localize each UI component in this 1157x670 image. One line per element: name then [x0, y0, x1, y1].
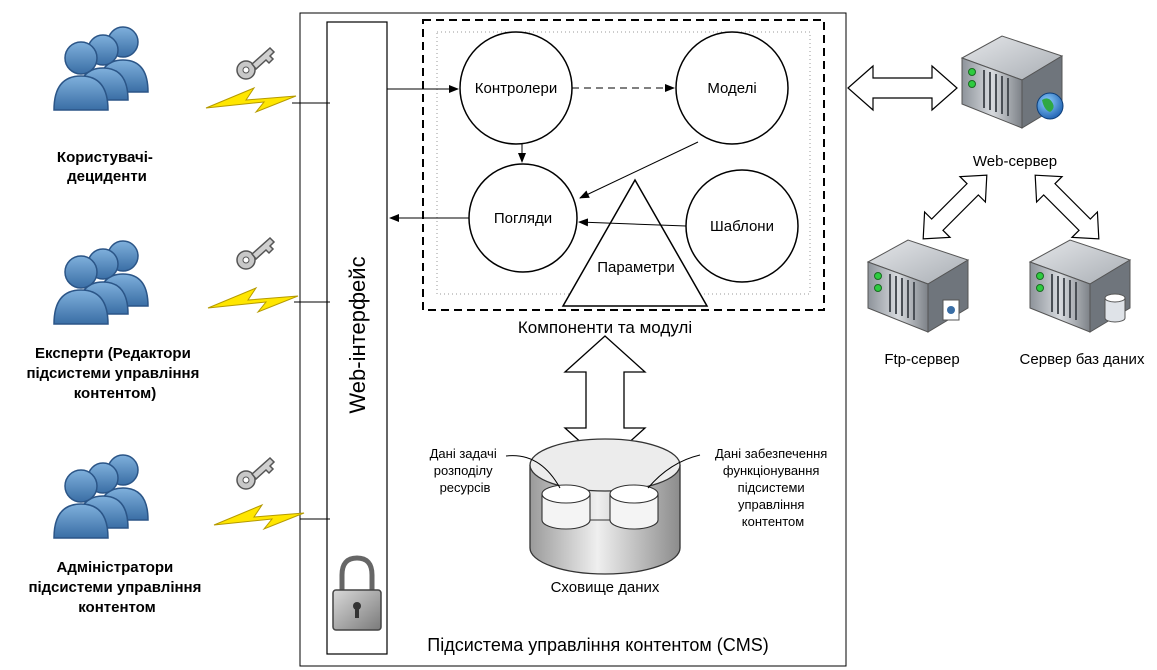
right-note-leader — [647, 454, 701, 489]
models-to-views-arrow — [579, 141, 699, 199]
parameters-label: Параметри — [597, 259, 675, 276]
cms-webserver-double-arrow — [847, 64, 958, 112]
components-box — [422, 19, 825, 311]
web-server-label: Web-сервер — [973, 153, 1057, 170]
cylinder-storage-icon — [529, 438, 681, 575]
storage-label: Сховище даних — [551, 579, 660, 596]
db-server-label: Сервер баз даних — [1020, 351, 1145, 368]
web-ftp-double-arrow — [922, 174, 988, 240]
key-icon — [236, 457, 275, 490]
cms-frame — [299, 12, 847, 667]
parameters-triangle — [561, 178, 709, 307]
left-storage-note: Дані задачі розподілу ресурсів — [430, 446, 501, 495]
cms-title: Підсистема управління контентом (CMS) — [427, 635, 768, 655]
models-node — [675, 31, 789, 145]
controllers-label: Контролери — [475, 80, 557, 97]
database-icon — [1104, 293, 1126, 323]
actor-label-admins: Адміністратори підсистеми управління кон… — [28, 559, 205, 616]
lightning-icon — [213, 504, 305, 530]
left-note-leader — [505, 455, 561, 489]
models-label: Моделі — [707, 80, 756, 97]
components-inner-box — [436, 31, 811, 295]
lightning-icon — [207, 287, 299, 313]
ftp-server-icon — [867, 239, 969, 333]
components-label: Компоненти та модулі — [518, 318, 692, 337]
key-icon — [236, 47, 275, 80]
web-server-icon — [961, 35, 1064, 129]
web-interface-bar — [326, 21, 388, 655]
actor-label-deciders: Користувачі- дециденти — [57, 149, 157, 185]
templates-label: Шаблони — [710, 218, 774, 235]
padlock-icon — [332, 555, 382, 631]
templates-to-views-arrow — [578, 218, 687, 227]
db-server-icon — [1029, 239, 1131, 333]
actor-label-experts: Експерти (Редактори підсистеми управлінн… — [26, 345, 203, 402]
right-storage-note: Дані забезпечення функціонування підсист… — [715, 446, 831, 529]
key-icon — [236, 237, 275, 270]
users-group-icon — [53, 240, 149, 325]
web-db-double-arrow — [1034, 174, 1100, 240]
views-label: Погляди — [494, 210, 552, 227]
users-group-icon — [53, 26, 149, 111]
lightning-icon — [205, 87, 297, 113]
users-group-icon — [53, 454, 149, 539]
ftp-server-label: Ftp-сервер — [884, 351, 959, 368]
web-interface-label: Web-інтерфейс — [345, 256, 370, 413]
